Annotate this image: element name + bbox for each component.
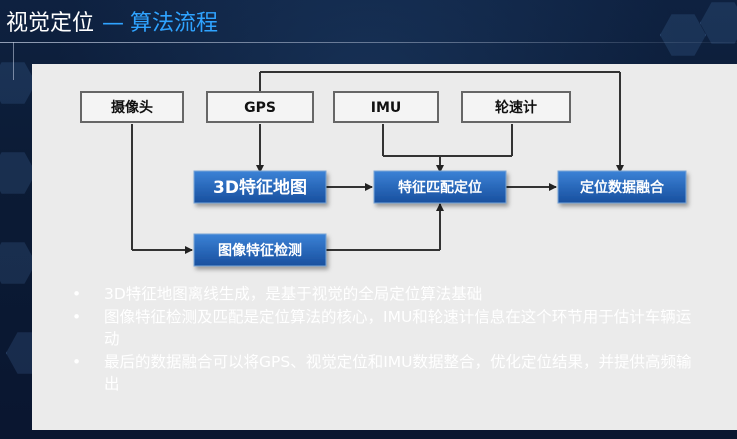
hexagon-decoration [660,14,706,56]
node-feature-detection: 图像特征检测 [193,233,327,267]
title-bar: 视觉定位 —算法流程 [0,0,737,80]
input-wheel-odometer-label: 轮速计 [495,99,537,116]
bullet-item: 最后的数据融合可以将GPS、视觉定位和IMU数据整合，优化定位结果，并提供高频输… [72,351,702,395]
bullet-list: 3D特征地图离线生成，是基于视觉的全局定位算法基础 图像特征检测及匹配是定位算法… [72,283,702,396]
input-camera: 摄像头 [80,91,184,123]
title-main: 视觉定位 [6,11,95,36]
node-feature-matching: 特征匹配定位 [373,170,507,204]
input-gps-label: GPS [244,100,276,116]
bullet-item: 图像特征检测及匹配是定位算法的核心，IMU和轮速计信息在这个环节用于估计车辆运动 [72,306,702,350]
node-3d-feature-map-label: 3D特征地图 [213,177,307,198]
title-divider [0,42,737,43]
page-title: 视觉定位 —算法流程 [6,10,218,38]
node-data-fusion: 定位数据融合 [557,170,687,204]
node-3d-feature-map: 3D特征地图 [193,170,327,204]
input-imu-label: IMU [371,100,402,116]
node-data-fusion-label: 定位数据融合 [580,179,665,196]
input-gps: GPS [206,91,314,123]
title-bracket [13,42,14,80]
input-wheel-odometer: 轮速计 [461,91,571,123]
input-camera-label: 摄像头 [111,99,153,116]
node-feature-detection-label: 图像特征检测 [218,242,302,259]
title-subtitle: 算法流程 [130,11,219,36]
input-imu: IMU [333,91,439,123]
title-separator: — [102,11,125,36]
node-feature-matching-label: 特征匹配定位 [398,179,482,196]
bullet-item: 3D特征地图离线生成，是基于视觉的全局定位算法基础 [72,283,702,305]
